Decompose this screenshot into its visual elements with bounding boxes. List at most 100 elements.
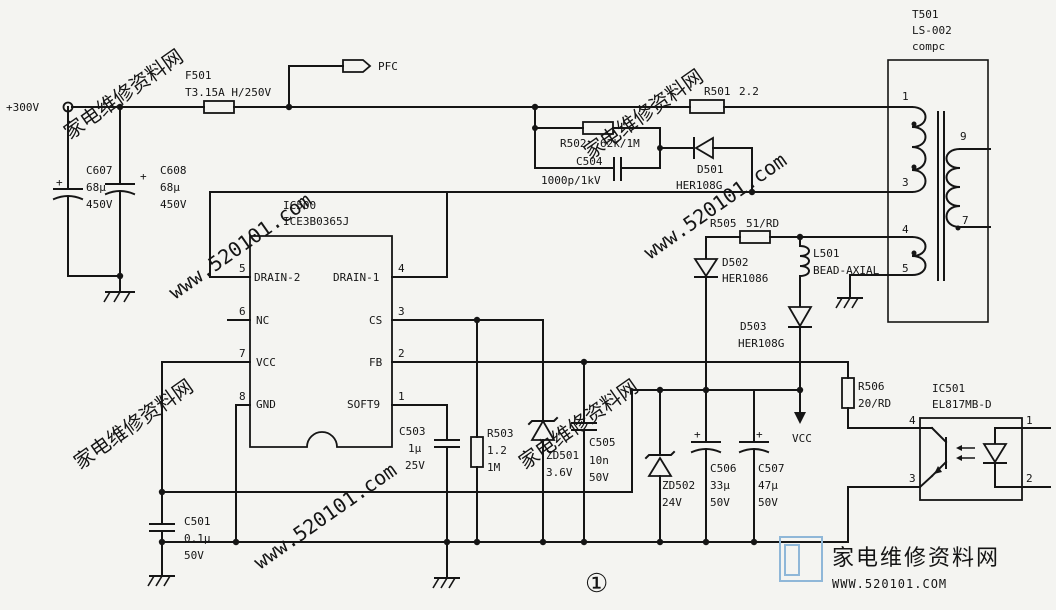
r505-name: R505 xyxy=(710,217,737,230)
resistor-r506 xyxy=(841,377,855,409)
ic500-pin-1-num: 1 xyxy=(398,390,405,403)
transformer-t501: T501 LS-002 compc 1 3 4 5 9 7 xyxy=(799,8,991,323)
c506-value: 33μ xyxy=(710,479,730,492)
ic500-pin-7-name: VCC xyxy=(256,356,276,369)
hv-rail: +300V F501 T3.15A H/250V R501 2.2 PFC xyxy=(6,59,913,114)
snubber-network: R502 62k/1M C504 1000p/1kV D501 HER108G xyxy=(532,106,753,193)
c505-name: C505 xyxy=(589,436,616,449)
ic500: IC500 ICE3B0365J DRAIN-2 5 NC 6 VCC 7 GN… xyxy=(161,199,849,448)
ic501-pin-2: 2 xyxy=(1026,472,1033,485)
vcc-label: VCC xyxy=(792,432,812,445)
d503-part: HER108G xyxy=(738,337,784,350)
zd501-value: 3.6V xyxy=(546,466,573,479)
ic500-pin-3-name: CS xyxy=(369,314,382,327)
f501-name: F501 xyxy=(185,69,212,82)
ic500-pin-5-name: DRAIN-2 xyxy=(254,271,300,284)
ic500-pin-5-num: 5 xyxy=(239,262,246,275)
ic500-pin-7-num: 7 xyxy=(239,347,246,360)
ground-symbol xyxy=(103,291,135,303)
t501-pin-1: 1 xyxy=(902,90,909,103)
r501-value: 2.2 xyxy=(739,85,759,98)
inductor-l501 xyxy=(799,236,810,307)
ic501-pin-4: 4 xyxy=(909,414,916,427)
ic500-pin-8-num: 8 xyxy=(239,390,246,403)
r506-name: R506 xyxy=(858,380,885,393)
feedback-section: R506 20/RD IC501 EL817MB-D 4 3 1 2 xyxy=(841,361,1051,501)
diode-d501 xyxy=(694,136,714,160)
cs-network: R503 1.2 1M C503 1μ 25V ZD501 3.6V C505 … xyxy=(399,316,616,589)
c501-name: C501 xyxy=(184,515,211,528)
ic500-pin-3-num: 3 xyxy=(398,305,405,318)
ic500-part: ICE3B0365J xyxy=(283,215,349,228)
svg-text:+: + xyxy=(56,176,63,189)
aux-supply: R505 51/RD L501 BEAD-AXIAL D503 HER108G … xyxy=(158,217,880,543)
r505-value: 51/RD xyxy=(746,217,779,230)
c503-voltage: 25V xyxy=(405,459,425,472)
c506-voltage: 50V xyxy=(710,496,730,509)
watermark-brand-1: 家电维修资料网 xyxy=(59,44,187,144)
l501-name: L501 xyxy=(813,247,840,260)
r502-name: R502 xyxy=(560,137,587,150)
c506-name: C506 xyxy=(710,462,737,475)
svg-text:+: + xyxy=(756,428,763,441)
pfc-label: PFC xyxy=(378,60,398,73)
t501-note: compc xyxy=(912,40,945,53)
c501-value: 0.1μ xyxy=(184,532,211,545)
ic500-pin-1-name: SOFT9 xyxy=(347,398,380,411)
c608-name: C608 xyxy=(160,164,187,177)
ic500-pin-6-name: NC xyxy=(256,314,269,327)
pfc-connector xyxy=(342,59,372,73)
ic500-pin-4-name: DRAIN-1 xyxy=(333,271,379,284)
c505-voltage: 50V xyxy=(589,471,609,484)
resistor-r505 xyxy=(739,230,771,244)
fuse-f501 xyxy=(203,100,235,114)
c608-value: 68μ xyxy=(160,181,180,194)
zd501-name: ZD501 xyxy=(546,449,579,462)
watermark-logo-url: WWW.520101.COM xyxy=(832,577,947,591)
c507-value: 47μ xyxy=(758,479,778,492)
t501-pin-9: 9 xyxy=(960,130,967,143)
c504-value: 1000p/1kV xyxy=(541,174,601,187)
c501-voltage: 50V xyxy=(184,549,204,562)
zener-zd502 xyxy=(647,456,673,477)
ic501-pin-1: 1 xyxy=(1026,414,1033,427)
r503-name: R503 xyxy=(487,427,514,440)
watermark-brand-3: 家电维修资料网 xyxy=(69,374,197,474)
r503-value2: 1M xyxy=(487,461,501,474)
l501-part: BEAD-AXIAL xyxy=(813,264,880,277)
ic500-body xyxy=(249,235,393,448)
vcc-arrow xyxy=(794,412,806,424)
t501-pin-5: 5 xyxy=(902,262,909,275)
c503-value: 1μ xyxy=(408,442,422,455)
watermark-brand-2: 家电维修资料网 xyxy=(579,64,707,164)
d503-name: D503 xyxy=(740,320,767,333)
f501-value: T3.15A H/250V xyxy=(185,86,271,99)
watermark-logo-text: 家电维修资料网 xyxy=(832,546,1000,571)
watermark-site-3: www.520101.com xyxy=(249,458,401,574)
bulk-capacitors: + C607 68μ 450V + C608 68μ 450V xyxy=(52,106,187,303)
d501-name: D501 xyxy=(697,163,724,176)
ic501-pin-3: 3 xyxy=(909,472,916,485)
ic500-pin-6-num: 6 xyxy=(239,305,246,318)
t501-pin-7: 7 xyxy=(962,214,969,227)
ground-bus: C501 0.1μ 50V xyxy=(147,404,921,587)
ic501-name: IC501 xyxy=(932,382,965,395)
ic500-pin-8-name: GND xyxy=(256,398,276,411)
c503-name: C503 xyxy=(399,425,426,438)
r501-name: R501 xyxy=(704,85,731,98)
c504-name: C504 xyxy=(576,155,603,168)
watermark: 家电维修资料网 家电维修资料网 www.520101.com www.52010… xyxy=(59,44,791,574)
r502-value: 62k/1M xyxy=(600,137,640,150)
diode-d502 xyxy=(693,258,719,278)
c507-name: C507 xyxy=(758,462,785,475)
c607-voltage: 450V xyxy=(86,198,113,211)
ground-symbol-c501 xyxy=(147,575,175,587)
watermark-logo: 家电维修资料网 WWW.520101.COM xyxy=(779,536,1000,591)
t501-part: LS-002 xyxy=(912,24,952,37)
ic500-name: IC500 xyxy=(283,199,316,212)
t501-name: T501 xyxy=(912,8,939,21)
resistor-r503 xyxy=(470,436,484,468)
c608-voltage: 450V xyxy=(160,198,187,211)
ic501-part: EL817MB-D xyxy=(932,398,992,411)
